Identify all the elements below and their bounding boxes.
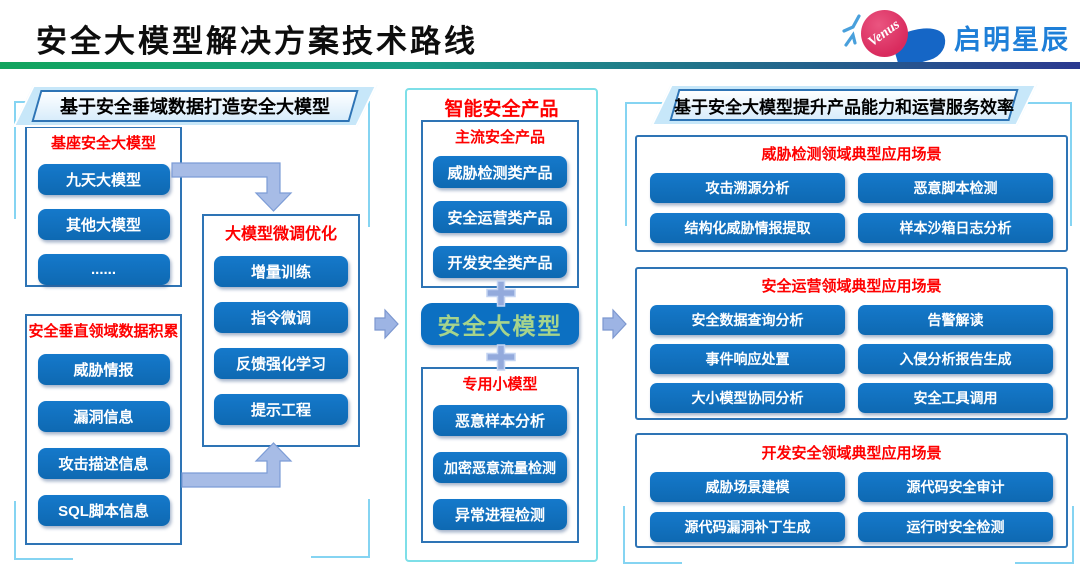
node-security-data-query: 安全数据查询分析 (650, 305, 845, 335)
left-group-banner: 基于安全垂域数据打造安全大模型 (12, 85, 378, 127)
flow-arrow-left-to-middle-icon (374, 308, 399, 340)
finetune-box: 大模型微调优化 增量训练 指令微调 反馈强化学习 提示工程 (202, 214, 360, 447)
node-attack-tracing: 攻击溯源分析 (650, 173, 845, 203)
node-incident-response: 事件响应处置 (650, 344, 845, 374)
devsec-scenarios-box: 开发安全领域典型应用场景 威胁场景建模 源代码安全审计 源代码漏洞补丁生成 运行… (635, 433, 1068, 548)
secops-scenarios-title: 安全运营领域典型应用场景 (761, 278, 942, 295)
right-group-bracket-bl (623, 506, 682, 564)
node-attack-description: 攻击描述信息 (37, 448, 170, 479)
node-jiutian-model: 九天大模型 (37, 164, 170, 195)
node-model-collaboration-analysis: 大小模型协同分析 (650, 383, 845, 413)
right-group-bracket-tr (1016, 102, 1072, 226)
node-alert-interpretation: 告警解读 (858, 305, 1053, 335)
node-other-models: 其他大模型 (37, 209, 170, 240)
node-vuln-info: 漏洞信息 (37, 401, 170, 432)
right-group-banner-label: 基于安全大模型提升产品能力和运营服务效率 (674, 97, 1014, 117)
node-instruction-tuning: 指令微调 (214, 302, 348, 334)
special-small-model-title: 专用小模型 (462, 376, 538, 393)
node-security-tool-invocation: 安全工具调用 (858, 383, 1053, 413)
right-group-bracket-br (1015, 506, 1074, 564)
page-title: 安全大模型解决方案技术路线 (36, 24, 478, 59)
base-model-box: 基座安全大模型 九天大模型 其他大模型 ...... (25, 126, 182, 287)
node-sql-script-info: SQL脚本信息 (37, 495, 170, 526)
special-small-model-box: 专用小模型 恶意样本分析 加密恶意流量检测 异常进程检测 (421, 367, 579, 543)
secops-scenarios-box: 安全运营领域典型应用场景 安全数据查询分析 告警解读 事件响应处置 入侵分析报告… (635, 267, 1068, 420)
elbow-arrow-down-icon (171, 162, 293, 212)
node-sandbox-log-analysis: 样本沙箱日志分析 (858, 213, 1053, 243)
node-threat-detection-products: 威胁检测类产品 (433, 156, 567, 188)
node-abnormal-process-detection: 异常进程检测 (433, 499, 567, 530)
smart-products-title: 智能安全产品 (444, 99, 559, 120)
node-intrusion-report-generation: 入侵分析报告生成 (858, 344, 1053, 374)
venus-circle-icon: Venus (861, 10, 908, 57)
node-encrypted-traffic-detection: 加密恶意流量检测 (433, 452, 567, 483)
mainstream-products-title: 主流安全产品 (454, 129, 545, 146)
node-incremental-training: 增量训练 (214, 256, 348, 288)
brand-name: 启明星辰 (954, 25, 1070, 55)
right-group-bracket-tl (625, 102, 673, 226)
security-big-model-node: 安全大模型 (421, 303, 579, 345)
node-threat-scenario-modeling: 威胁场景建模 (650, 472, 845, 502)
node-more-models: ...... (37, 254, 170, 285)
mainstream-products-box: 主流安全产品 威胁检测类产品 安全运营类产品 开发安全类产品 (421, 120, 579, 288)
venus-star-icon (842, 14, 861, 47)
node-vuln-patch-generation: 源代码漏洞补丁生成 (650, 512, 845, 542)
title-divider-bar (0, 62, 1080, 69)
node-threat-intel: 威胁情报 (37, 354, 170, 385)
elbow-arrow-up-icon (181, 442, 293, 488)
node-malicious-sample-analysis: 恶意样本分析 (433, 405, 567, 436)
right-group-banner: 基于安全大模型提升产品能力和运营服务效率 (650, 84, 1038, 126)
node-rlhf: 反馈强化学习 (214, 348, 348, 380)
threat-detection-scenarios-title: 威胁检测领域典型应用场景 (761, 146, 942, 163)
node-devsec-products: 开发安全类产品 (433, 246, 567, 278)
flow-arrow-middle-to-right-icon (602, 308, 627, 340)
left-group-bracket-br (311, 499, 370, 558)
node-secops-products: 安全运营类产品 (433, 201, 567, 233)
finetune-box-title: 大模型微调优化 (224, 226, 337, 243)
venustech-logo: Venus 启明星辰 (842, 5, 1074, 69)
devsec-scenarios-title: 开发安全领域典型应用场景 (761, 445, 942, 462)
security-data-box-title: 安全垂直领域数据积累 (28, 323, 179, 340)
left-group-bracket-bl (14, 501, 73, 560)
node-runtime-security-detection: 运行时安全检测 (858, 512, 1053, 542)
left-group-banner-label: 基于安全垂域数据打造安全大模型 (60, 97, 330, 117)
venus-wordmark: Venus (865, 16, 903, 50)
node-prompt-engineering: 提示工程 (214, 394, 348, 426)
node-source-code-audit: 源代码安全审计 (858, 472, 1053, 502)
node-structured-threat-intel-extraction: 结构化威胁情报提取 (650, 213, 845, 243)
security-data-box: 安全垂直领域数据积累 威胁情报 漏洞信息 攻击描述信息 SQL脚本信息 (25, 314, 182, 545)
node-malicious-script-detection: 恶意脚本检测 (858, 173, 1053, 203)
base-model-box-title: 基座安全大模型 (50, 135, 156, 152)
threat-detection-scenarios-box: 威胁检测领域典型应用场景 攻击溯源分析 恶意脚本检测 结构化威胁情报提取 样本沙… (635, 135, 1068, 252)
